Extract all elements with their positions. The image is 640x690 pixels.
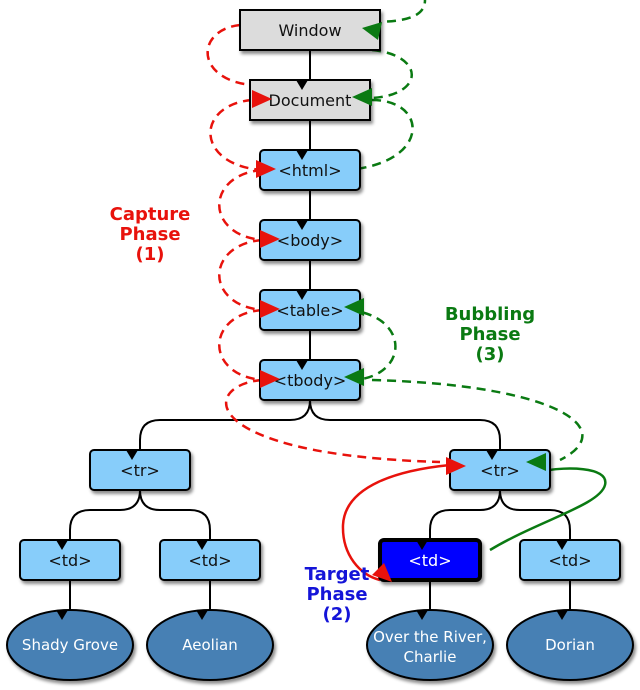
node-tbody-label: <tbody> (274, 371, 347, 390)
node-td-4-label: <td> (548, 551, 591, 570)
leaf-3-label-line1: Over the River, (373, 628, 487, 646)
node-html-label: <html> (278, 161, 341, 180)
arrow-left-icon (526, 453, 546, 471)
arrow-left-icon (362, 22, 382, 40)
node-html[interactable]: <html> (259, 149, 361, 191)
capture-phase-line2: Phase (119, 224, 180, 245)
leaf-1[interactable]: Shady Grove (6, 609, 134, 681)
connector-tr-td2 (139, 489, 211, 540)
tree-connectors (69, 50, 571, 610)
arrow-right-icon (260, 230, 280, 248)
down-arrow-icon (296, 80, 308, 90)
leaf-4-label: Dorian (545, 636, 595, 654)
down-arrow-icon (486, 450, 498, 460)
leaf-3-label-line2: Charlie (404, 648, 457, 666)
arrow-right-icon (260, 370, 280, 388)
down-arrow-icon (296, 290, 308, 300)
capture-phase-line1: Capture (110, 204, 191, 225)
bubbling-phase-label: Bubbling Phase (3) (445, 304, 535, 365)
node-td-4[interactable]: <td> (519, 539, 621, 581)
capture-phase-line3: (1) (136, 244, 165, 265)
target-phase-label: Target Phase (2) (305, 564, 370, 625)
node-tr-left-label: <tr> (120, 461, 160, 480)
down-arrow-icon (416, 610, 428, 620)
bubbling-phase-line2: Phase (459, 324, 520, 345)
leaf-2-label: Aeolian (182, 636, 237, 654)
bubbling-phase-line1: Bubbling (445, 304, 535, 325)
node-td-1[interactable]: <td> (19, 539, 121, 581)
node-td-target[interactable]: <td> (378, 538, 482, 582)
node-table-label: <table> (276, 301, 343, 320)
connector-tbody-tr-left (139, 399, 311, 450)
connector-tr-td4 (499, 489, 571, 540)
node-td-2[interactable]: <td> (159, 539, 261, 581)
entry-markers (56, 80, 568, 620)
arrow-left-icon (344, 298, 364, 316)
capture-path (206, 23, 441, 464)
target-phase-line1: Target (305, 564, 370, 585)
arrow-left-icon (352, 88, 372, 106)
down-arrow-icon (296, 360, 308, 370)
node-td-target-label: <td> (408, 551, 451, 570)
arrow-up-right-icon (372, 563, 392, 582)
leaf-3[interactable]: Over the River, Charlie (366, 609, 494, 681)
bubbling-path (344, 0, 584, 462)
target-capture-path (341, 463, 451, 582)
node-document-label: Document (269, 91, 352, 110)
connector-tr-td-target (429, 489, 501, 540)
down-arrow-icon (556, 540, 568, 550)
node-tr-left[interactable]: <tr> (89, 449, 191, 491)
arrow-right-icon (260, 300, 280, 318)
down-arrow-icon (56, 610, 68, 620)
target-bubble-path (489, 467, 607, 552)
arrow-right-icon (252, 90, 272, 108)
node-tr-right[interactable]: <tr> (449, 449, 551, 491)
node-window[interactable]: Window (239, 9, 381, 51)
node-body-label: <body> (277, 231, 343, 250)
bubbling-phase-line3: (3) (476, 344, 505, 365)
down-arrow-icon (196, 540, 208, 550)
down-arrow-icon (126, 450, 138, 460)
down-arrow-icon (556, 610, 568, 620)
down-arrow-icon (296, 220, 308, 230)
target-phase-line3: (2) (323, 604, 352, 625)
arrow-right-icon (256, 160, 276, 178)
down-arrow-icon (196, 610, 208, 620)
node-body[interactable]: <body> (259, 219, 361, 261)
node-td-2-label: <td> (188, 551, 231, 570)
target-phase-line2: Phase (306, 584, 367, 605)
capture-phase-label: Capture Phase (1) (110, 204, 191, 265)
bubbling-arrowheads (344, 22, 546, 471)
down-arrow-icon (416, 540, 428, 550)
leaf-4[interactable]: Dorian (506, 609, 634, 681)
down-arrow-icon (296, 150, 308, 160)
node-window-label: Window (278, 21, 341, 40)
down-arrow-icon (56, 540, 68, 550)
leaf-1-label: Shady Grove (22, 636, 118, 654)
capture-arrowheads (252, 90, 466, 582)
connector-tbody-tr-right (309, 399, 501, 450)
arrow-left-icon (344, 368, 364, 386)
node-tr-right-label: <tr> (480, 461, 520, 480)
arrow-right-icon (446, 457, 466, 475)
node-td-1-label: <td> (48, 551, 91, 570)
leaf-2[interactable]: Aeolian (146, 609, 274, 681)
connector-tr-td1 (69, 489, 141, 540)
